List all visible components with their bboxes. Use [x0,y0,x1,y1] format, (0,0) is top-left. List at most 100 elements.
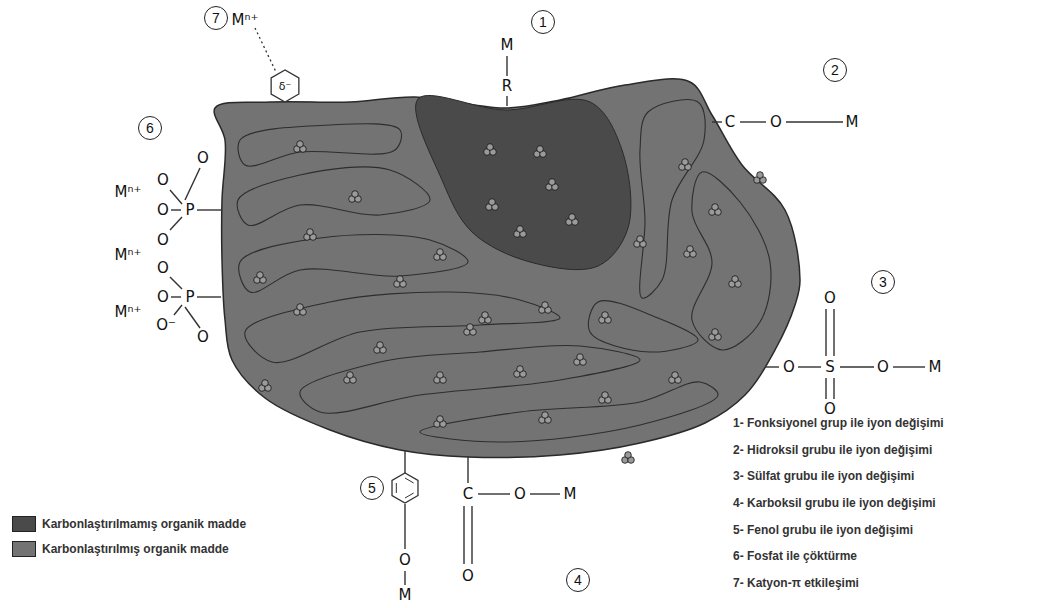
particle [577,354,584,361]
chemical-bond [171,209,181,210]
chemical-bond [840,366,874,367]
atom-symbol: M [399,587,412,604]
particle [397,276,404,283]
atom-symbol: C [463,486,473,503]
chemical-bond [404,504,405,549]
chemical-bond [170,217,182,230]
atom-symbol: O [824,401,836,418]
callout-number: 3 [871,270,895,294]
metal-ion: Mⁿ⁺ [115,247,142,264]
hexagon-shape [271,70,299,102]
pore-contour [238,124,401,166]
particle [712,329,719,336]
chemical-bond [197,296,221,297]
mechanism-item: 5- Fenol grubu ile iyon değişimi [733,524,913,537]
atom-symbol: M [501,37,514,54]
particle [352,191,359,198]
callout-number: 5 [360,476,384,500]
atom-symbol: P [185,289,194,306]
callout-digit: 3 [879,274,887,290]
atom-symbol: O [157,202,169,219]
atom-symbol: M [929,359,942,376]
particle [712,204,719,211]
chemical-bond [174,305,182,315]
atom-symbol: O [197,150,209,167]
particle [437,249,444,256]
mechanism-item: 2- Hidroksil grubu ile iyon değişimi [733,444,932,457]
particle [517,366,524,373]
atom-symbol: O [877,359,889,376]
atom-symbol: P [185,202,194,219]
particle [732,276,739,283]
particle [482,312,489,319]
particle [549,179,556,186]
atom-symbol: O [157,172,169,189]
particle [297,304,304,311]
particle [262,380,269,387]
callout-digit: 4 [574,572,582,588]
particle [297,141,304,148]
atom-symbol: C [725,114,735,131]
chemical-bond [825,378,826,399]
chemical-bond [506,56,507,76]
atom-symbol: O [783,359,795,376]
mechanism-item: 3- Sülfat grubu ile iyon değişimi [733,470,914,483]
phenol-double-bonds [396,478,413,498]
particle [377,342,384,349]
chemical-bond [893,366,925,367]
particle [682,159,689,166]
atom-symbol: O [514,486,526,503]
pore-contours [237,100,771,442]
callout-digit: 2 [831,62,839,78]
legend-row: Karbonlaştırılmış organik madde [12,541,229,557]
chemical-bond [171,296,181,297]
phenol-ring [392,473,418,503]
atom-symbol: O [824,290,836,307]
chemical-bond [798,366,821,367]
chemical-bond [712,121,722,122]
carbonized-matter [214,79,800,458]
chemical-bond [740,121,766,122]
chemical-bond [467,456,468,483]
legend-row: Karbonlaştırılmamış organik madde [12,516,246,532]
metal-ion: Mⁿ⁺ [232,12,259,29]
particle [542,412,549,419]
chemical-bond [197,209,221,210]
atom-symbol: O [462,568,474,585]
chemical-bond [786,121,843,122]
legend-swatch [12,541,36,557]
atom-symbol: O [157,260,169,277]
atom-symbol: R [502,78,512,95]
callout-number: 4 [566,568,590,592]
particle [467,324,474,331]
chemical-bond [170,277,182,289]
particle [569,214,576,221]
chemical-bond [765,366,779,367]
legend-text: Karbonlaştırılmamış organik madde [42,517,246,531]
particle [542,302,549,309]
particle [602,312,609,319]
atom-symbol: O [157,232,169,249]
particle [489,199,496,206]
atom-symbol: O [157,289,169,306]
particle [487,144,494,151]
atom-symbol: M [846,114,859,131]
callout-number: 2 [823,58,847,82]
mechanism-item: 4- Karboksil grubu ile iyon değişimi [733,497,936,510]
particle-clusters [254,141,767,464]
mechanism-item: 6- Fosfat ile çöktürme [733,550,857,563]
mechanism-item: 7- Katyon-π etkileşimi [733,577,859,590]
particle [537,146,544,153]
legend-swatch [12,516,36,532]
callout-number: 7 [204,6,228,30]
chemical-bond [506,96,507,106]
atom-symbol: O⁻ [156,317,176,334]
atom-symbol: O [197,329,209,346]
chemical-bond [404,571,405,585]
atom-symbol: O [770,114,782,131]
pore-contour [420,382,718,442]
chemical-bond [170,190,182,204]
callout-number: 6 [138,116,162,140]
chemical-bond [185,168,200,200]
